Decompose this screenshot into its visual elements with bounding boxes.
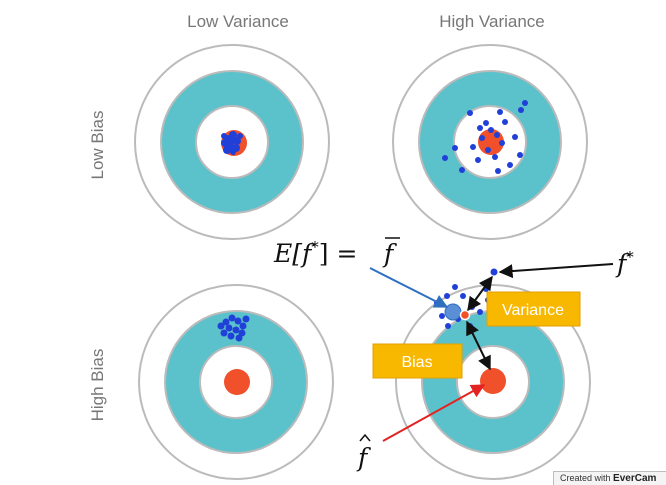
watermark: Created with EverCam [553,471,666,485]
target-low-bias-high-variance [392,44,588,240]
column-header-high-variance: High Variance [439,12,545,31]
variance-label-box [486,291,581,327]
f-hat-arrow [382,384,486,442]
target-bullseye [224,369,250,395]
variance-label: Variance [486,291,581,327]
bias-label-text: Bias [401,354,432,371]
target-bullseye [480,368,506,394]
row-header-high-bias: High Bias [88,349,107,422]
expectation-arrow [369,267,449,308]
bias-label-box [372,343,463,379]
expected-prediction-marker [444,303,462,321]
variance-arrow [467,275,493,312]
bias-arrow [466,320,491,371]
f-star-label: f* [615,248,634,278]
f-hat-caret [359,433,371,442]
mean-target-marker [459,309,471,321]
f-hat-label: f [356,433,371,472]
prediction-cluster [221,131,243,155]
f-star-text: f* [615,248,634,278]
target-low-bias-low-variance [134,44,330,240]
column-header-low-variance: Low Variance [187,12,289,31]
expectation-lhs: E[f*] = [273,238,357,268]
prediction-cluster [217,314,250,342]
variance-label-text: Variance [502,302,564,319]
expectation-formula: E[f*] = f [273,237,400,268]
expectation-f-bar: f [382,239,397,268]
bias-label: Bias [372,343,463,379]
prediction-scatter [442,100,528,174]
f-hat-text: f [356,443,371,472]
watermark-prefix: Created with [560,473,614,483]
f-star-arrow [498,263,614,279]
target-high-bias-low-variance [138,284,334,480]
watermark-brand: EverCam [613,473,657,484]
row-header-low-bias: Low Bias [88,111,107,180]
